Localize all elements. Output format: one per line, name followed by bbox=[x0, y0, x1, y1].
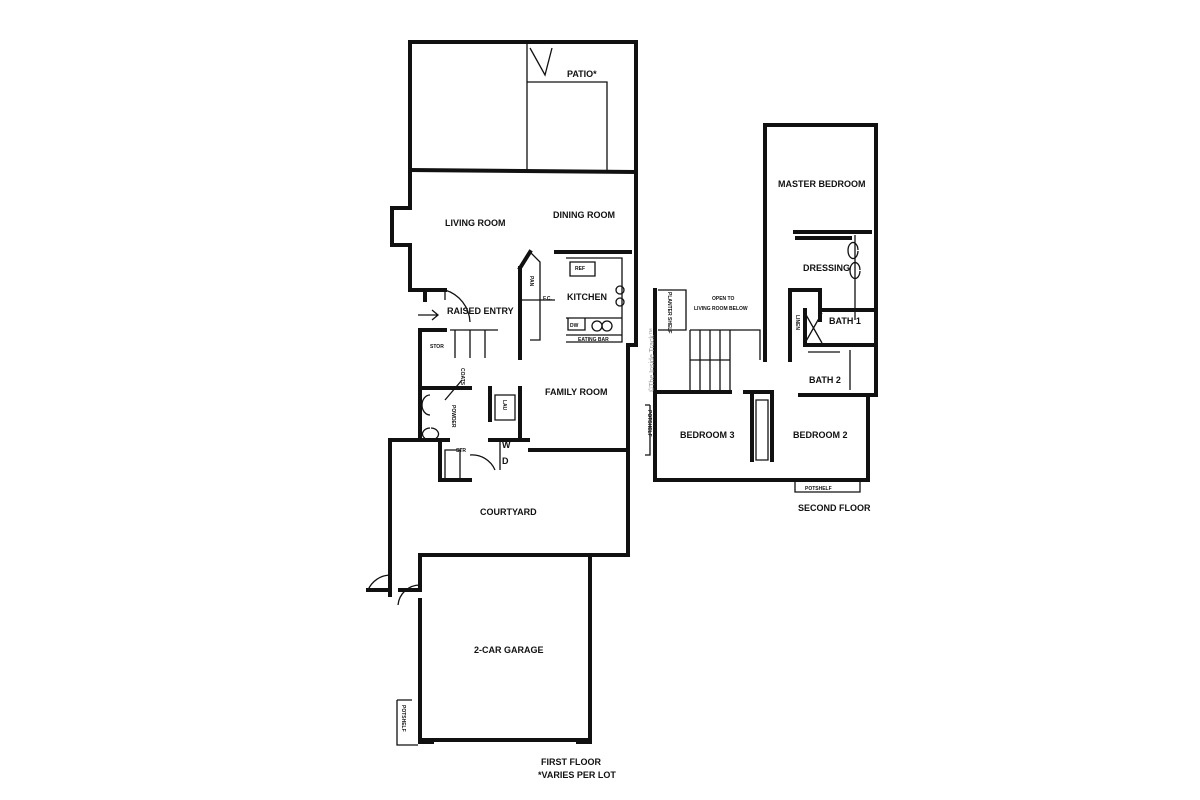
ref-label: REF bbox=[575, 266, 585, 272]
potshelf-bottom-label: POTSHELF bbox=[805, 486, 832, 492]
first-floor-caption: FIRST FLOOR bbox=[541, 757, 601, 767]
coats-label: COATS bbox=[459, 368, 465, 386]
living-room-below-label: LIVING ROOM BELOW bbox=[694, 306, 748, 312]
family-room-label: FAMILY ROOM bbox=[545, 387, 608, 397]
kitchen-label: KITCHEN bbox=[567, 292, 607, 302]
stor-label: STOR bbox=[430, 344, 444, 350]
planter-shelf-label: PLANTER SHELF bbox=[666, 292, 672, 333]
open-to-label: OPEN TO bbox=[712, 296, 735, 302]
master-bedroom-label: MASTER BEDROOM bbox=[778, 179, 866, 189]
dw-label: DW bbox=[570, 323, 579, 329]
dining-room-label: DINING ROOM bbox=[553, 210, 615, 220]
washer-label: W bbox=[502, 440, 511, 450]
lau-label: LAU bbox=[501, 400, 507, 411]
powder-label: POWDER bbox=[450, 405, 456, 428]
fc-label: F.C. bbox=[543, 296, 553, 302]
str-label: STR bbox=[456, 448, 466, 454]
eating-bar-label: EATING BAR bbox=[578, 337, 609, 343]
bedroom3-label: BEDROOM 3 bbox=[680, 430, 735, 440]
garage-label: 2-CAR GARAGE bbox=[474, 645, 544, 655]
bath2-label: BATH 2 bbox=[809, 375, 841, 385]
first-floor-walls bbox=[366, 40, 639, 746]
second-floor-caption: SECOND FLOOR bbox=[798, 503, 871, 513]
living-room-label: LIVING ROOM bbox=[445, 218, 506, 228]
second-floor-walls bbox=[645, 123, 878, 493]
dryer-label: D bbox=[502, 456, 509, 466]
patio-label: PATIO* bbox=[567, 69, 597, 79]
bath1-label: BATH 1 bbox=[829, 316, 861, 326]
potshelf-left-label: POTSHELF bbox=[646, 410, 652, 437]
courtyard-label: COURTYARD bbox=[480, 507, 537, 517]
garage-potshelf-label: POTSHELF bbox=[400, 705, 406, 732]
first-floor-note: *VARIES PER LOT bbox=[538, 770, 616, 780]
bedroom2-label: BEDROOM 2 bbox=[793, 430, 848, 440]
raised-entry-label: RAISED ENTRY bbox=[447, 306, 514, 316]
pan-label: PAN bbox=[528, 276, 534, 287]
linen-label: LINEN bbox=[794, 315, 800, 330]
dressing-label: DRESSING bbox=[803, 263, 850, 273]
watermark: ©The Inside Track™ bbox=[648, 328, 656, 392]
